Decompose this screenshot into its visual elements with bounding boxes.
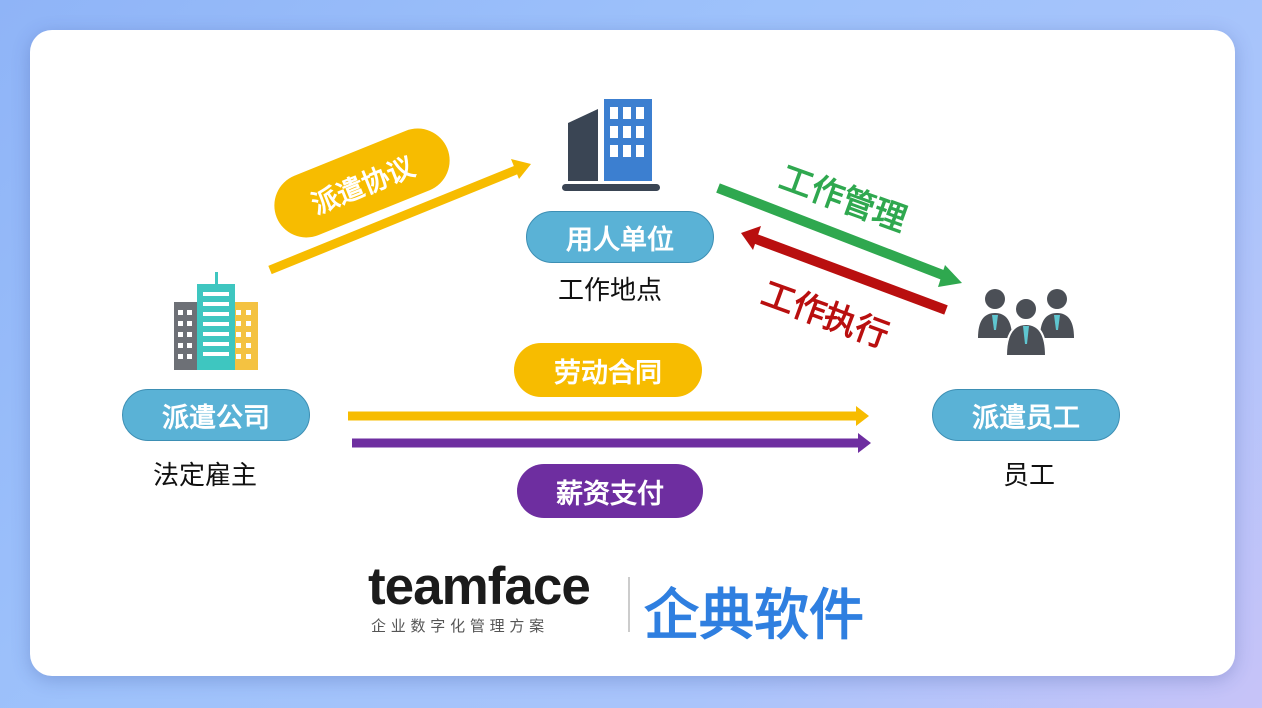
employer-unit-sublabel: 工作地点 (558, 276, 663, 306)
dispatch-company-sublabel: 法定雇主 (153, 461, 258, 491)
labor-contract-arrowhead (856, 406, 869, 426)
brand-chinese-name: 企典软件 (644, 583, 865, 647)
work-management-arrow (716, 183, 950, 282)
dispatch-agreement-arrow (268, 165, 518, 275)
office-building-icon (562, 99, 660, 191)
salary-payment-label: 薪资支付 (517, 464, 703, 518)
salary-payment-arrowhead (858, 433, 871, 453)
employer-unit-node: 用人单位 (526, 211, 714, 263)
company-buildings-icon (174, 272, 258, 370)
brand-name: teamface (368, 557, 591, 616)
dispatch-company-node: 派遣公司 (122, 389, 310, 441)
dispatched-employee-sublabel: 员工 (1003, 461, 1056, 491)
dispatch-agreement-arrowhead (511, 159, 531, 179)
dispatched-employee-node: 派遣员工 (932, 389, 1120, 441)
work-execution-arrow (754, 234, 948, 315)
brand-tagline: 企 业 数 字 化 管 理 方 案 (371, 617, 545, 635)
work-management-arrowhead (938, 265, 962, 287)
labor-contract-label: 劳动合同 (514, 343, 702, 397)
employees-group-icon (978, 289, 1074, 357)
work-execution-arrowhead (741, 226, 761, 250)
